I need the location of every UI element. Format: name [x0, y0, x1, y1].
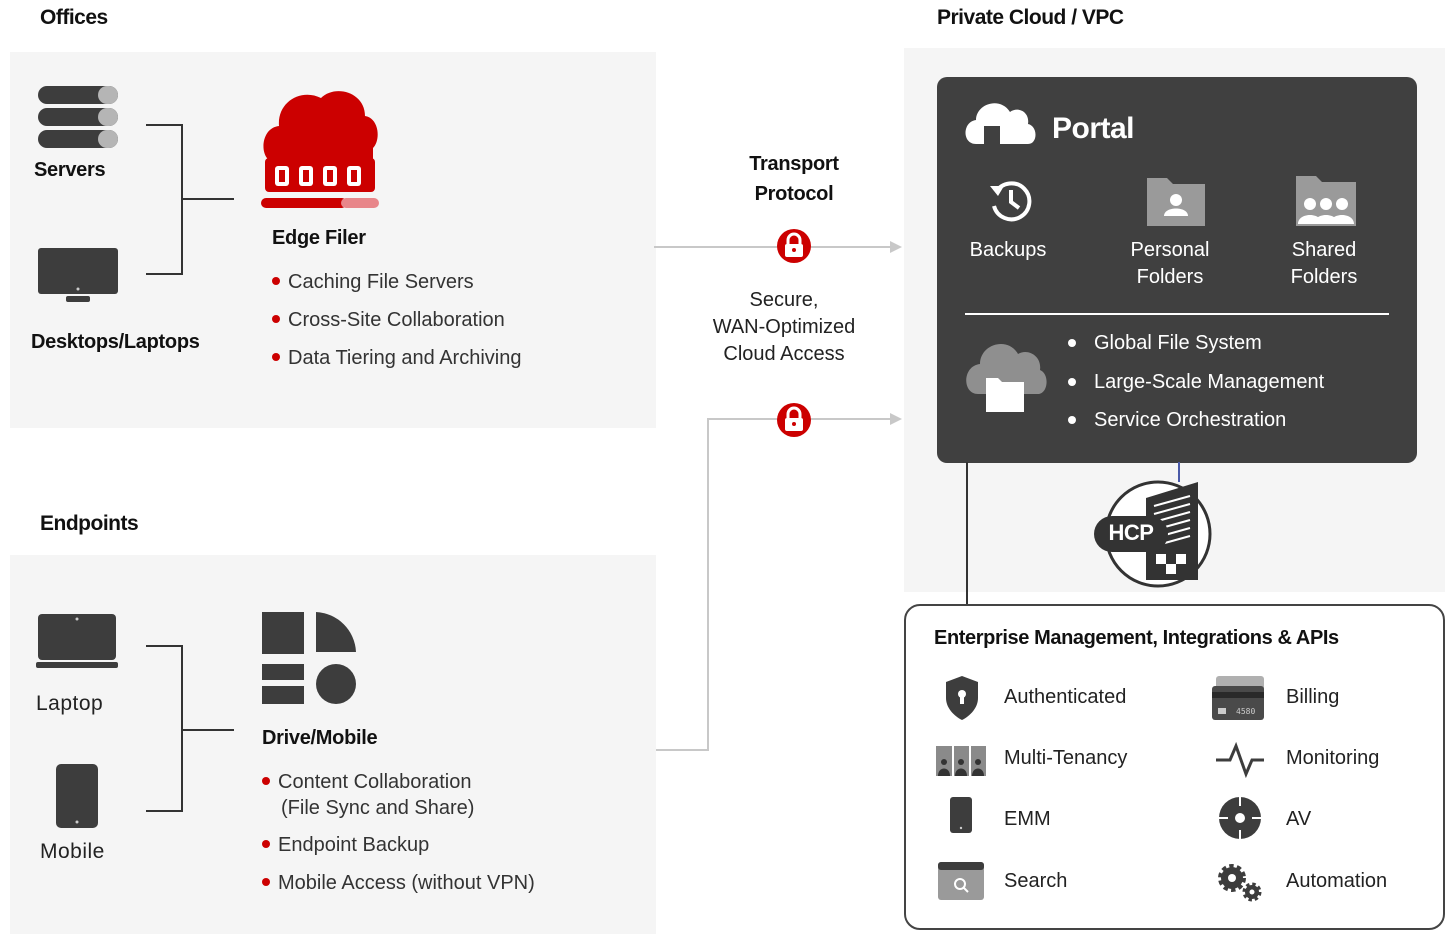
portal-divider [965, 313, 1389, 315]
servers-label: Servers [34, 159, 106, 181]
monitoring-icon [1216, 741, 1264, 779]
multi-tenancy-icon [936, 744, 986, 776]
offices-connector [146, 124, 234, 275]
endpoints-title: Endpoints [40, 512, 139, 535]
enterprise-item-authenticated: Authenticated [1004, 686, 1127, 708]
hcp-label: HCP [1108, 520, 1154, 545]
enterprise-item-billing: Billing [1286, 686, 1340, 708]
billing-card-number: 4580 [1236, 707, 1256, 716]
transport-arrows [654, 241, 902, 751]
feature-shared-folders: Shared Folders [1290, 239, 1358, 288]
offices-title: Offices [40, 6, 108, 29]
portal-bullet: Service Orchestration [1068, 409, 1286, 432]
enterprise-item-search: Search [1004, 870, 1068, 892]
edge-filer-title: Edge Filer [272, 227, 366, 249]
drive-icon [262, 612, 356, 704]
edge-filer-icon [261, 91, 379, 208]
emm-device-icon [950, 797, 972, 833]
drive-item: Content Collaboration (File Sync and Sha… [262, 769, 474, 821]
portal-bullet: Global File System [1068, 332, 1262, 355]
laptop-label: Laptop [36, 692, 104, 715]
edge-filer-item: Cross-Site Collaboration [272, 309, 505, 332]
shield-icon [946, 676, 978, 720]
backup-icon [990, 181, 1032, 222]
drive-item: Endpoint Backup [262, 834, 429, 857]
av-icon [1218, 796, 1262, 840]
enterprise-box [904, 604, 1445, 930]
enterprise-title: Enterprise Management, Integrations & AP… [934, 627, 1339, 649]
mobile-label: Mobile [40, 840, 105, 863]
feature-backups: Backups [969, 239, 1047, 261]
edge-filer-item: Data Tiering and Archiving [272, 347, 521, 370]
enterprise-item-multi-tenancy: Multi-Tenancy [1004, 747, 1128, 769]
portal-connectors [966, 462, 1180, 606]
lock-icon [777, 403, 811, 437]
shared-folder-icon [1296, 176, 1356, 226]
portal-bullet: Large-Scale Management [1068, 371, 1324, 394]
laptop-icon [36, 614, 118, 668]
desktop-icon [38, 248, 118, 302]
personal-folder-icon [1147, 178, 1205, 226]
enterprise-item-automation: Automation [1286, 870, 1388, 892]
private-cloud-title: Private Cloud / VPC [937, 6, 1124, 29]
gears-icon [1218, 864, 1262, 902]
enterprise-item-av: AV [1286, 808, 1312, 830]
portal-cloud-icon [965, 103, 1036, 144]
desktops-label: Desktops/Laptops [31, 331, 200, 353]
transport-caption: Secure, WAN-Optimized Cloud Access [712, 289, 856, 365]
endpoints-connector [146, 645, 234, 812]
lock-icon [777, 229, 811, 263]
enterprise-item-monitoring: Monitoring [1286, 747, 1380, 769]
mobile-icon [56, 764, 98, 828]
billing-card-icon [1212, 676, 1264, 720]
hcp-icon [1094, 480, 1212, 588]
feature-personal-folders: Personal Folders [1130, 239, 1210, 288]
enterprise-item-emm: EMM [1004, 808, 1051, 830]
drive-item: Mobile Access (without VPN) [262, 872, 535, 895]
cloud-folder-icon [966, 343, 1047, 412]
drive-title: Drive/Mobile [262, 727, 378, 749]
portal-title: Portal [1052, 112, 1135, 145]
edge-filer-item: Caching File Servers [272, 271, 474, 294]
search-window-icon [938, 862, 984, 900]
transport-title: Transport Protocol [749, 153, 839, 205]
servers-icon [38, 86, 118, 148]
